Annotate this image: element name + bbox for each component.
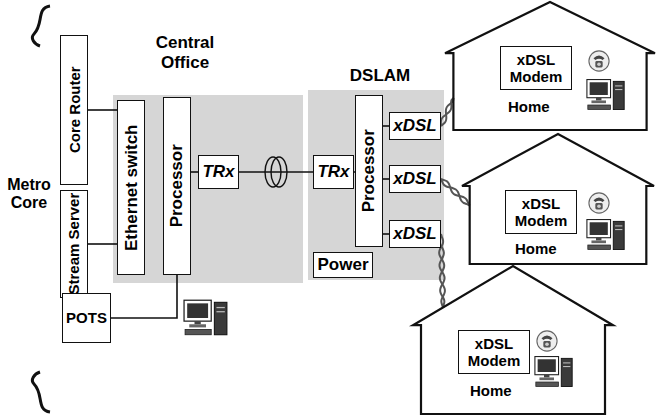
- power-box: Power: [313, 252, 373, 278]
- house-label: Home: [470, 382, 512, 399]
- xdsl-port-box: xDSL: [389, 220, 441, 248]
- box-label: xDSL Modem: [459, 335, 529, 370]
- processor-box: Processor: [163, 97, 191, 275]
- connector-line: [191, 171, 198, 173]
- computer-icon: [587, 80, 624, 110]
- box-label: TRx: [317, 162, 349, 182]
- metro-brace: [32, 372, 50, 412]
- modem-box: xDSL Modem: [500, 46, 572, 90]
- home-house: xDSL ModemHome: [462, 134, 654, 264]
- region-heading: Central Office: [140, 33, 230, 72]
- connector: [239, 157, 313, 187]
- connector: [191, 172, 198, 173]
- house-label: Home: [515, 240, 557, 257]
- pots-box: POTS: [62, 293, 111, 343]
- modem-box: xDSL Modem: [505, 190, 577, 234]
- box-label: Core Router: [65, 67, 82, 154]
- house-outline: [445, 2, 655, 130]
- box-label: Processor: [167, 144, 187, 227]
- house-outline: [413, 266, 613, 414]
- connector-line: [88, 243, 117, 245]
- twisted-pair: [441, 98, 454, 126]
- switch-box: Ethernet switch: [117, 100, 145, 275]
- box-label: POTS: [66, 309, 107, 326]
- xdsl-port-box: xDSL: [389, 112, 441, 140]
- phone-icon: [589, 51, 609, 71]
- connector: [441, 98, 454, 126]
- box-label: xDSL: [393, 116, 436, 136]
- house-label: Home: [508, 98, 550, 115]
- phone-icon: [537, 331, 557, 351]
- computer-icon: [184, 300, 227, 335]
- processor-box: Processor: [355, 95, 383, 247]
- box-label: Processor: [359, 129, 379, 212]
- connector-line: [88, 109, 117, 111]
- metro-brace: [32, 6, 50, 46]
- transceiver-box: TRx: [313, 155, 354, 189]
- house-outline: [462, 134, 654, 264]
- dslam-region: TRxProcessorPowerxDSLxDSLxDSLDSLAM: [308, 90, 444, 280]
- connector-line: [239, 171, 313, 173]
- box-label: Stream Server: [65, 193, 82, 295]
- group-label: Metro Core: [1, 176, 57, 213]
- computer-icon: [535, 357, 572, 387]
- twisted-pair: [441, 98, 453, 126]
- connector: [111, 275, 177, 318]
- box-label: xDSL: [393, 224, 436, 244]
- box-label: xDSL Modem: [501, 51, 571, 86]
- home-house: xDSL ModemHome: [445, 2, 655, 130]
- connector: [88, 110, 117, 111]
- computer-icon: [587, 220, 624, 250]
- phone-icon: [589, 193, 609, 213]
- connector-line: [111, 275, 177, 318]
- home-house: xDSL ModemHome: [413, 266, 613, 414]
- router-box: Core Router: [60, 35, 88, 185]
- box-label: Power: [317, 255, 368, 275]
- region-heading: DSLAM: [330, 66, 430, 86]
- office-region: Ethernet switchProcessorTRxCentral Offic…: [113, 95, 303, 283]
- xdsl-port-box: xDSL: [389, 165, 441, 193]
- server-box: Stream Server: [60, 190, 88, 298]
- box-label: Ethernet switch: [121, 124, 141, 251]
- label-layer: Metro Core: [0, 0, 56, 37]
- modem-box: xDSL Modem: [458, 330, 530, 374]
- box-label: xDSL: [393, 169, 436, 189]
- box-label: TRx: [202, 162, 234, 182]
- connector: [88, 244, 117, 245]
- box-label: xDSL Modem: [506, 195, 576, 230]
- transceiver-box: TRx: [198, 155, 239, 189]
